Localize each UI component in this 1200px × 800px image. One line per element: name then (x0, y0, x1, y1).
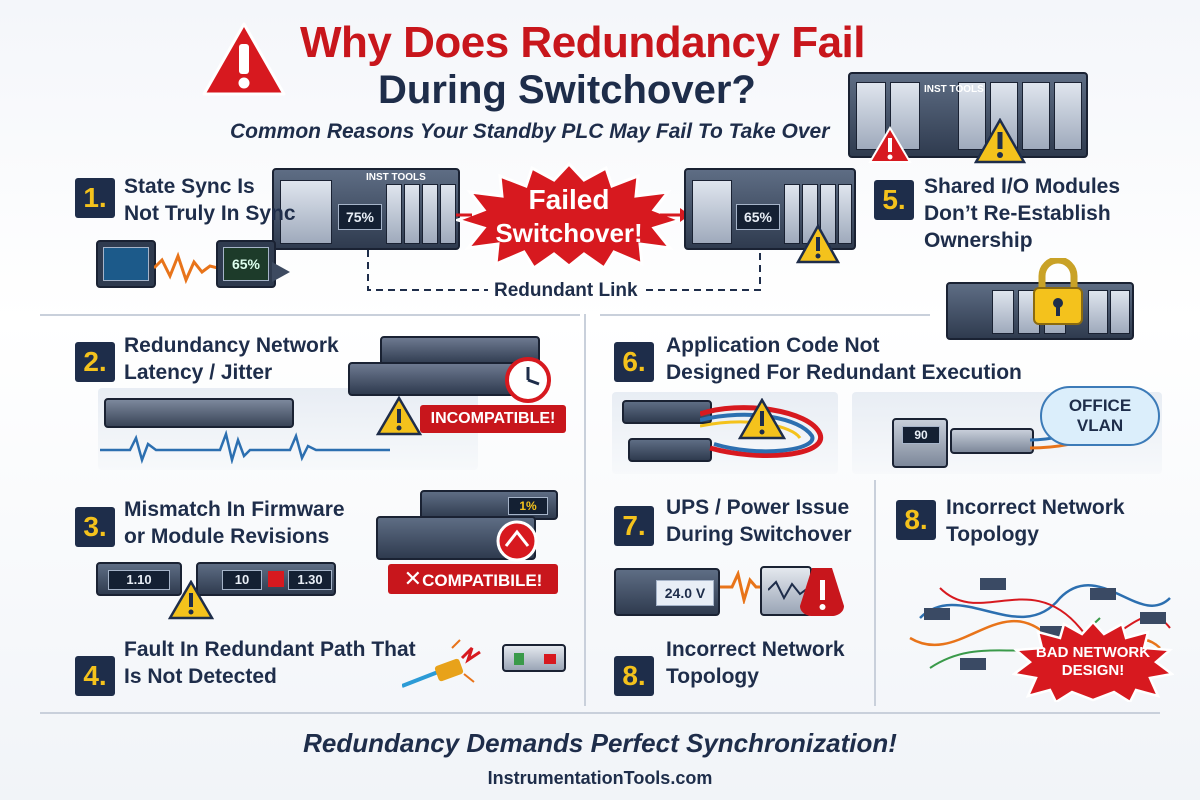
redundant-link-line (367, 250, 761, 291)
warning-icon (974, 118, 1026, 164)
warning-icon (868, 126, 912, 163)
network-switch-icon (104, 398, 294, 428)
page-title-line1: Why Does Redundancy Fail (300, 18, 865, 67)
footer-tagline: Redundancy Demands Perfect Synchronizati… (303, 728, 897, 758)
warning-icon (796, 224, 840, 264)
controller-icon (622, 400, 712, 424)
io-brand-text: INST TOOLS (924, 84, 984, 95)
no-entry-icon (496, 520, 538, 562)
divider (40, 314, 580, 316)
broken-cable-icon (402, 639, 481, 688)
divider (600, 314, 930, 316)
item-number: 5. (874, 180, 914, 220)
burst-line2: Switchover! (495, 218, 643, 248)
device-readout: 90 (902, 426, 940, 444)
warning-icon (376, 396, 422, 436)
firmware-c: 1.30 (288, 570, 332, 590)
jitter-wave (100, 430, 390, 464)
field-device-icon: 90 (892, 418, 948, 468)
item-number: 3. (75, 507, 115, 547)
item-number: 2. (75, 342, 115, 382)
monitor-icon: 65% (216, 240, 276, 288)
incompatible-badge: INCOMPATIBLE! (420, 405, 566, 433)
firmware-module: 1.10 (96, 562, 182, 596)
bad-design-line2: DESIGN! (1061, 662, 1125, 679)
controller-icon (628, 438, 712, 462)
item-number: 1. (75, 178, 115, 218)
connector-module (502, 644, 566, 672)
header-warning-icon (202, 22, 286, 96)
monitor-icon (96, 240, 156, 288)
redundant-link-label: Redundant Link (494, 280, 638, 301)
warning-icon (738, 398, 786, 440)
burst-line1: Failed (528, 184, 610, 215)
footer-site[interactable]: InstrumentationTools.com (487, 768, 713, 788)
warning-icon (168, 580, 214, 620)
firmware-b: 10 (222, 570, 262, 590)
sync-monitor-value: 65% (223, 247, 269, 281)
item-number: 8. (614, 656, 654, 696)
power-spike (720, 570, 764, 604)
clock-icon (505, 357, 551, 403)
ups-unit: 24.0 V (614, 568, 720, 616)
plc-left-screen: 75% (338, 204, 382, 230)
standby-plc: 65% (684, 168, 856, 250)
play-arrow-icon (272, 262, 290, 282)
bad-design-line1: BAD NETWORK (1035, 644, 1151, 661)
padlock-icon (1033, 258, 1083, 325)
item-number: 8. (896, 500, 936, 540)
item-number: 6. (614, 342, 654, 382)
page-subtitle: Common Reasons Your Standby PLC May Fail… (230, 120, 830, 143)
warning-icon (800, 568, 844, 616)
firmware-top: 1% (508, 497, 548, 515)
firmware-module: 10 1.30 (196, 562, 336, 596)
bad-design-burst (1012, 620, 1174, 702)
network-switch-icon (950, 428, 1034, 454)
ups-voltage: 24.0 V (656, 580, 714, 606)
compatible-badge: ✕COMPATIBILE! (388, 564, 558, 594)
network-switch-icon (348, 362, 524, 396)
firmware-a: 1.10 (108, 570, 170, 590)
page-title-line2: During Switchover? (378, 68, 756, 112)
divider (40, 712, 1160, 714)
primary-plc: INST TOOLS 75% (272, 168, 460, 250)
divider (584, 314, 586, 706)
plc-rack-icon: INST TOOLS (848, 72, 1088, 158)
divider (874, 480, 876, 706)
plc-right-screen: 65% (736, 204, 780, 230)
item-number: 7. (614, 506, 654, 546)
plc-brand-text: INST TOOLS (366, 172, 426, 183)
item-number: 4. (75, 656, 115, 696)
signal-wave (154, 251, 218, 285)
failed-switchover-burst (456, 162, 682, 268)
